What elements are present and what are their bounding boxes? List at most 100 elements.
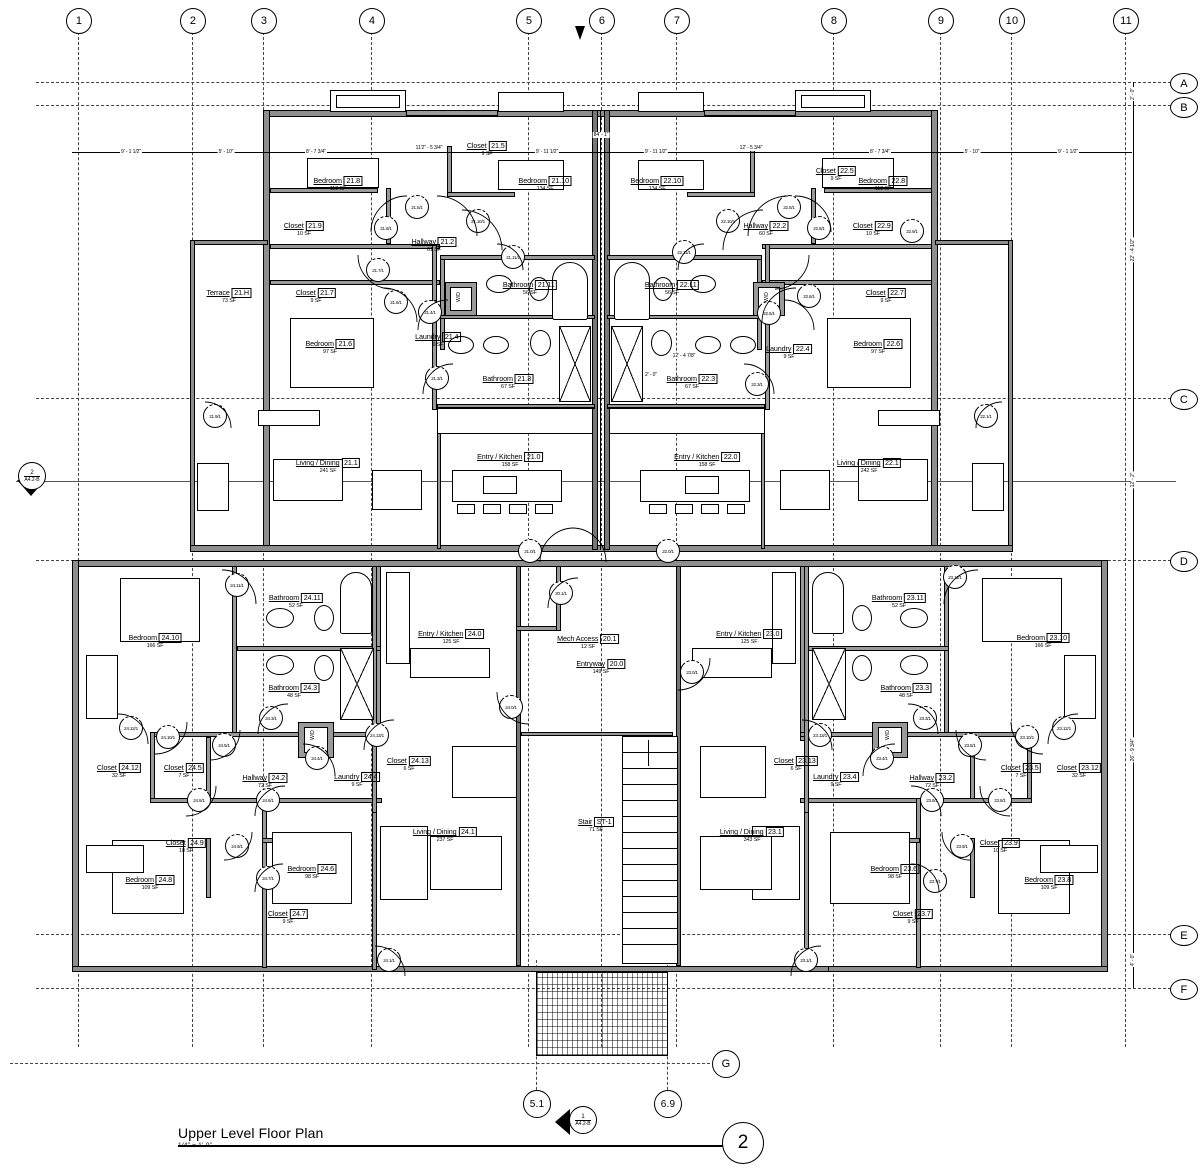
door-tag[interactable]: 23.0/1 [680,660,704,684]
door-tag[interactable]: 24.1/1 [377,948,401,972]
grid-bubble-F[interactable]: F [1170,979,1198,1000]
door-tag[interactable]: 24.10/1 [156,725,180,749]
detail-number-bubble[interactable]: 2 [722,1122,764,1164]
grid-bubble-3[interactable]: 3 [251,8,277,34]
grid-bubble-6[interactable]: 6 [589,8,615,34]
grid-bubble-D[interactable]: D [1170,551,1198,572]
door-tag[interactable]: 24.0/1 [499,695,523,719]
grid-bubble-1[interactable]: 1 [66,8,92,34]
grid-bubble-E[interactable]: E [1170,925,1198,946]
grid-bubble-10[interactable]: 10 [999,8,1025,34]
grid-bubble-11[interactable]: 11 [1113,8,1139,34]
section-marker-bottom[interactable]: 1 A4.2-B [555,1106,599,1140]
grid-bubble-2[interactable]: 2 [180,8,206,34]
door-tag[interactable]: 21.7/1 [366,258,390,282]
door-tag[interactable]: 24.7/1 [256,866,280,890]
grid-bubble-8[interactable]: 8 [821,8,847,34]
door-tag[interactable]: 24.4/1 [305,746,329,770]
grid-bubble-4[interactable]: 4 [359,8,385,34]
door-tag[interactable]: 22.11/1 [672,240,696,264]
door-tag[interactable]: 24.11/1 [225,573,249,597]
door-tag[interactable]: 21.3/1 [425,366,449,390]
door-tag[interactable]: 22.6/1 [797,284,821,308]
door-tag[interactable]: 20.1/1 [549,581,573,605]
door-tag[interactable]: 23.10/1 [1015,725,1039,749]
door-tag[interactable]: 21.8/1 [374,216,398,240]
section-marker-left[interactable]: 2 A4.2-B [14,462,48,496]
door-tag[interactable]: 21.4/1 [418,300,442,324]
door-tag[interactable]: 23.9/1 [950,834,974,858]
grid-bubble-6-9[interactable]: 6.9 [654,1090,682,1118]
door-tag[interactable]: 21.0/1 [518,539,542,563]
grid-bubble-B[interactable]: B [1170,97,1198,118]
door-tag[interactable]: 22.5/1 [777,195,801,219]
door-tag[interactable]: 21.9/1 [203,404,227,428]
door-tag[interactable]: 22.3/1 [745,372,769,396]
door-tag[interactable]: 23.1/1 [794,948,818,972]
door-tag[interactable]: 22.0/1 [656,539,680,563]
door-tag[interactable]: 22.5/1 [757,301,781,325]
door-tag[interactable]: 24.12/1 [119,716,143,740]
grid-bubble-G[interactable]: G [712,1050,740,1078]
grid-bubble-7[interactable]: 7 [664,8,690,34]
door-tag[interactable]: 23.5/1 [958,733,982,757]
grid-bubble-9[interactable]: 9 [928,8,954,34]
door-tag[interactable]: 21.5/1 [405,195,429,219]
grid-bubble-5-1[interactable]: 5.1 [523,1090,551,1118]
door-tag[interactable]: 23.8/1 [988,788,1012,812]
grid-bubble-5[interactable]: 5 [516,8,542,34]
grid-bubble-A[interactable]: A [1170,73,1198,94]
door-tag[interactable]: 23.7/1 [923,869,947,893]
